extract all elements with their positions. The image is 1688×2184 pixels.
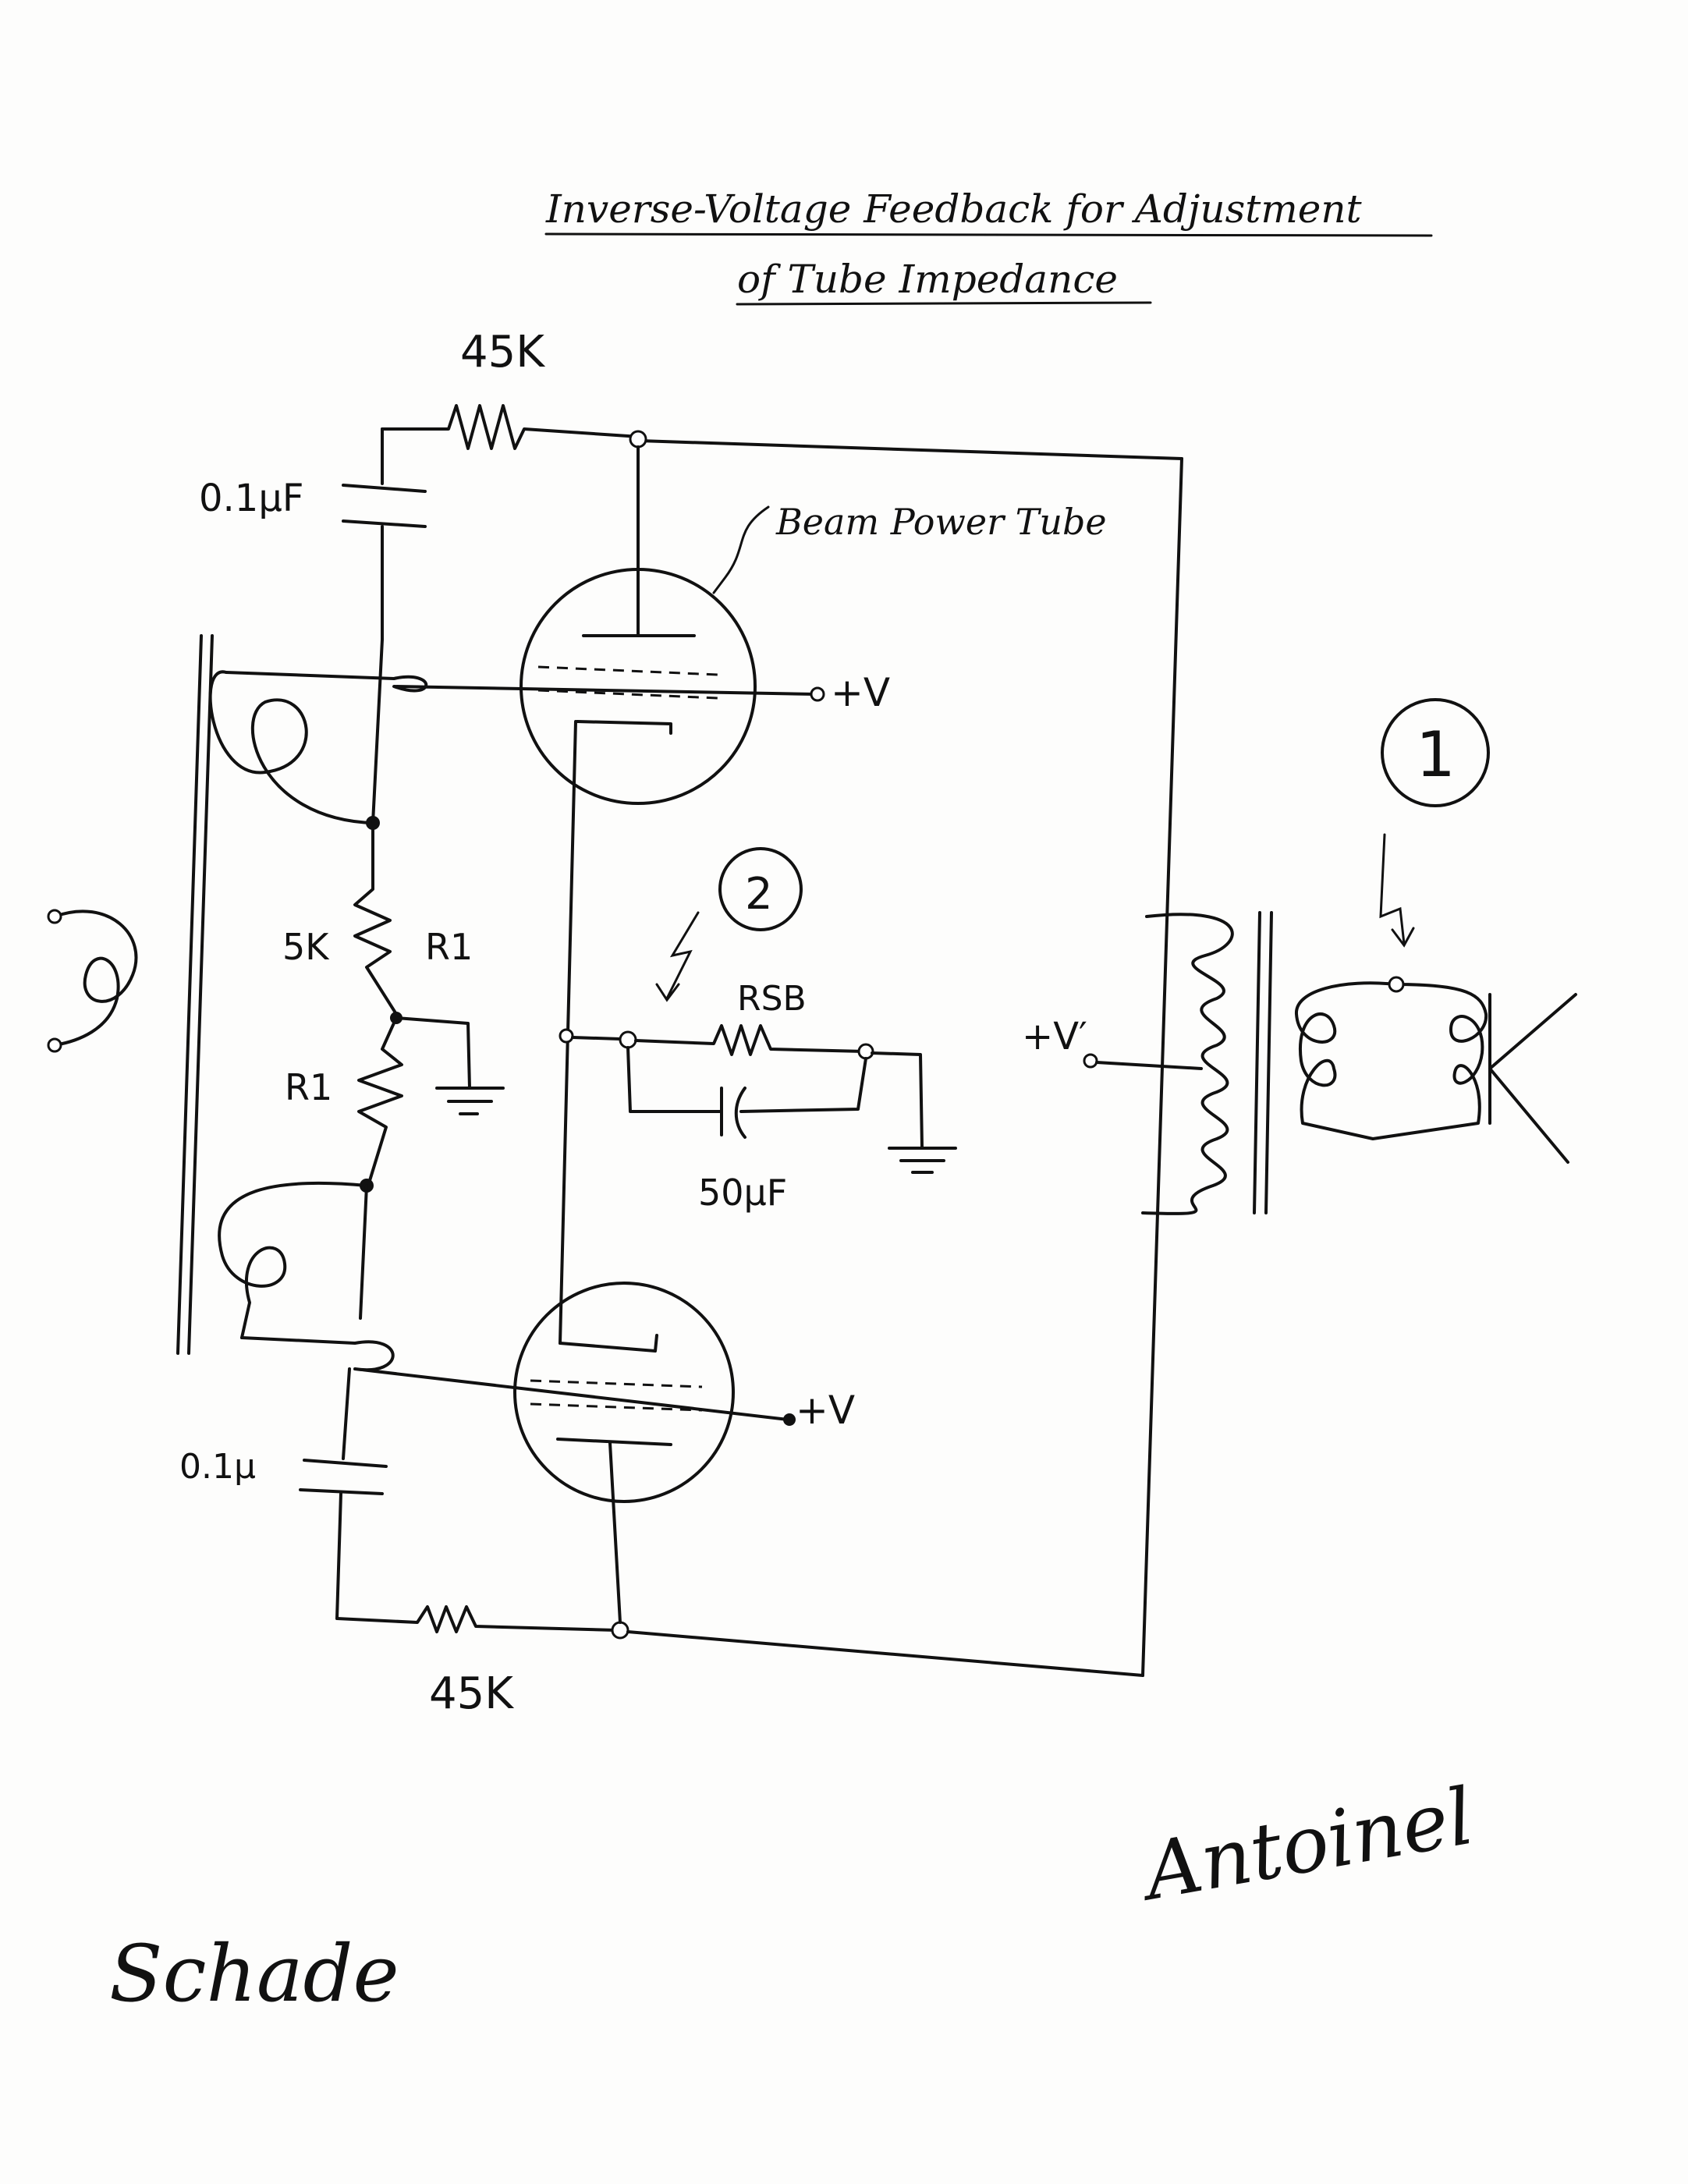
signature-left: Schade [109,1928,399,2019]
resistor-bottom-label: 45K [429,1668,514,1719]
input-secondary-upper [208,670,374,824]
top-rail [638,439,1183,460]
title-underline-2 [736,301,1152,306]
terminal-plus-v-bottom [783,1413,796,1426]
output-tap-terminal [1388,976,1405,993]
callout-marker-2-label: 2 [745,869,773,920]
callout-2-arrow [655,911,700,1002]
output-xfmr-core-2 [1264,911,1273,1214]
resistor-5k-label: 5K [282,926,330,968]
resistor-5k [353,821,398,1016]
output-k-branch [1488,993,1577,1164]
terminal-plus-v-top [810,686,825,702]
resistor-r1-upper-label: R1 [425,926,473,968]
capacitor-50-label: 50µF [698,1172,787,1214]
tube-bottom-grid-1 [530,1379,703,1388]
title-line-2: of Tube Impedance [737,257,1118,302]
tube-note-arrow [712,505,770,594]
rsb-node-right [857,1043,874,1060]
wire-center-tap-v-prime [1095,1061,1203,1070]
capacitor-50-plate-b [734,1087,746,1139]
signature-right: Antoinel [1132,1771,1480,1919]
resistor-r1-lower-label: R1 [285,1066,332,1108]
callout-marker-2 [718,847,803,931]
wire-cathode-to-rsb [571,1036,622,1041]
grid-wire-bottom [240,1336,789,1421]
grid-wire-top [225,671,817,696]
callout-1-arrow [1379,833,1415,948]
resistor-rsb [634,1024,866,1056]
output-xfmr-core-1 [1253,911,1261,1214]
resistor-bottom [335,1605,618,1633]
capacitor-top-plate-a [342,484,427,493]
capacitor-bottom-plate-b [299,1488,384,1495]
wire-node-top [371,638,384,824]
input-terminal-b [47,1037,62,1053]
capacitor-top-plate-b [342,519,427,528]
tube-bottom-grid-2 [530,1402,703,1412]
output-secondary-coil [1294,981,1488,1140]
resistor-r1-lower [357,1016,403,1187]
resistor-top-label: 45K [460,327,545,378]
input-secondary-lower [218,1181,368,1339]
tube-top-grid-1 [537,665,718,676]
plate-lead-bottom [608,1441,622,1624]
input-xfmr-core-1 [176,634,203,1355]
resistor-rsb-label: RSB [737,979,807,1019]
input-primary-coil [53,909,138,1047]
bottom-rail [626,1630,1144,1677]
capacitor-top-label: 0.1µF [199,477,303,520]
callout-marker-1 [1381,698,1490,807]
wire-cap-bottom-down [335,1492,342,1620]
plate-junction-top [629,430,647,448]
tube-bottom-plate [556,1438,672,1446]
callout-marker-1-label: 1 [1416,718,1456,791]
plate-junction-bottom [611,1621,629,1640]
wire-rsb-ground [871,1051,924,1148]
capacitor-bottom-label: 0.1µ [179,1447,256,1487]
tube-bottom-cathode [559,1334,658,1353]
output-primary-coil [1141,913,1234,1215]
resistor-top [381,404,641,450]
wire-center-tap-ground [395,1016,471,1090]
rsb-node-left [619,1030,637,1049]
beam-power-tube-bottom [513,1282,735,1503]
cathode-node [559,1028,574,1044]
beam-power-tube-top [520,568,757,805]
rsb-bypass-wire [626,1046,867,1113]
title-underline-1 [544,232,1433,237]
capacitor-bottom-plate-a [303,1459,388,1468]
plus-v-top-label: +V [831,670,890,715]
tube-top-cathode [576,720,672,735]
wire-cap-bottom-up [342,1367,351,1460]
plus-v-bottom-label: +V [796,1388,855,1433]
input-terminal-a [47,909,62,924]
wire-node-lower-down [359,1184,368,1320]
input-xfmr-core-2 [187,634,214,1355]
plus-v-prime-label: +V′ [1022,1015,1087,1058]
tube-type-note: Beam Power Tube [775,501,1107,543]
title-line-1: Inverse-Voltage Feedback for Adjustment [545,186,1363,232]
